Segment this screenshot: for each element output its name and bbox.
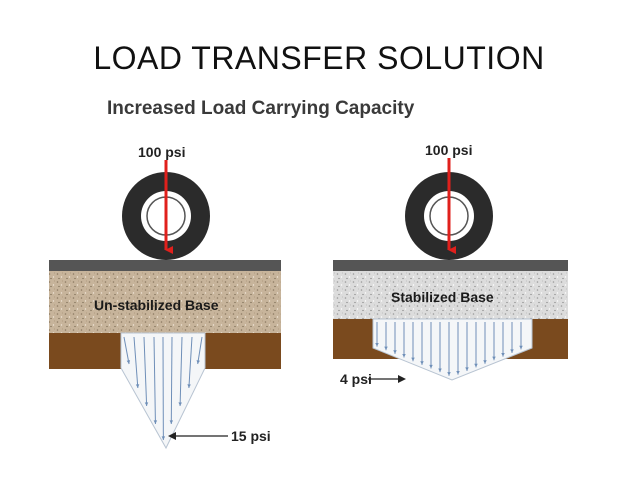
left-stress-arrow	[153, 336, 156, 425]
left-stress-arrow	[170, 336, 173, 425]
right-stabilized-base	[333, 271, 568, 319]
right-pavement-layer	[333, 260, 568, 271]
diagram-subtitle: Increased Load Carrying Capacity	[107, 98, 415, 119]
right-stress-zone	[372, 318, 533, 381]
left-stress-arrow-head	[126, 360, 131, 364]
left-stress-arrow	[179, 336, 183, 407]
right-stress-arrows	[375, 322, 523, 376]
left-stress-arrow-head	[187, 384, 191, 388]
right-stress-arrow-head	[438, 368, 442, 373]
left-stress-arrow-head	[169, 420, 174, 424]
left-base-label: Un-stabilized Base	[94, 297, 219, 313]
left-stress-arrow-head	[153, 420, 158, 424]
left-stress-arrow	[188, 336, 193, 389]
left-stress-arrow-head	[161, 436, 166, 440]
slide-title: LOAD TRANSFER SOLUTION	[93, 40, 545, 76]
right-stress-arrow-head	[420, 361, 424, 365]
right-pressure-pointer-head	[398, 375, 406, 383]
right-base-label: Stabilized Base	[391, 289, 494, 305]
left-unstabilized-base	[49, 271, 281, 333]
right-stress-arrow-head	[393, 350, 397, 354]
left-stress-arrows	[123, 336, 203, 441]
right-stress-arrow-head	[519, 345, 523, 350]
right-subgrade-pressure-label: 4 psi	[340, 371, 372, 387]
right-stress-arrow-head	[384, 346, 388, 351]
left-stress-arrow	[123, 336, 130, 365]
right-load-label: 100 psi	[425, 142, 472, 158]
left-stress-arrow	[133, 336, 139, 389]
left-stress-arrow-head	[144, 402, 149, 406]
right-stress-arrow-head	[510, 349, 514, 353]
left-stress-arrow	[143, 336, 148, 407]
left-subgrade-pressure-label: 15 psi	[231, 428, 271, 444]
right-stress-arrow-head	[474, 363, 478, 368]
right-stress-arrow-head	[402, 353, 406, 358]
right-stress-arrow-head	[375, 343, 379, 347]
left-stress-arrow-head	[135, 384, 140, 388]
left-load-label: 100 psi	[138, 144, 185, 160]
left-pavement-layer	[49, 260, 281, 271]
left-pressure-pointer-head	[168, 432, 176, 440]
right-stress-arrow-head	[492, 356, 496, 361]
right-stress-arrow-head	[501, 352, 505, 357]
left-stress-arrow	[197, 336, 203, 365]
right-stress-arrow-head	[411, 357, 415, 362]
left-stress-arrow-head	[178, 402, 182, 406]
right-stress-arrow-head	[465, 367, 469, 371]
left-stress-arrow-head	[196, 360, 200, 364]
right-stress-arrow-head	[447, 372, 451, 376]
right-stress-arrow-head	[429, 364, 433, 369]
right-stress-arrow-head	[456, 370, 460, 375]
left-panel: 100 psi Un-stabilized Base 15 psi	[49, 144, 281, 450]
right-stress-arrow-head	[483, 360, 487, 364]
right-panel: 100 psi Stabilized Base 4 psi	[333, 142, 568, 387]
